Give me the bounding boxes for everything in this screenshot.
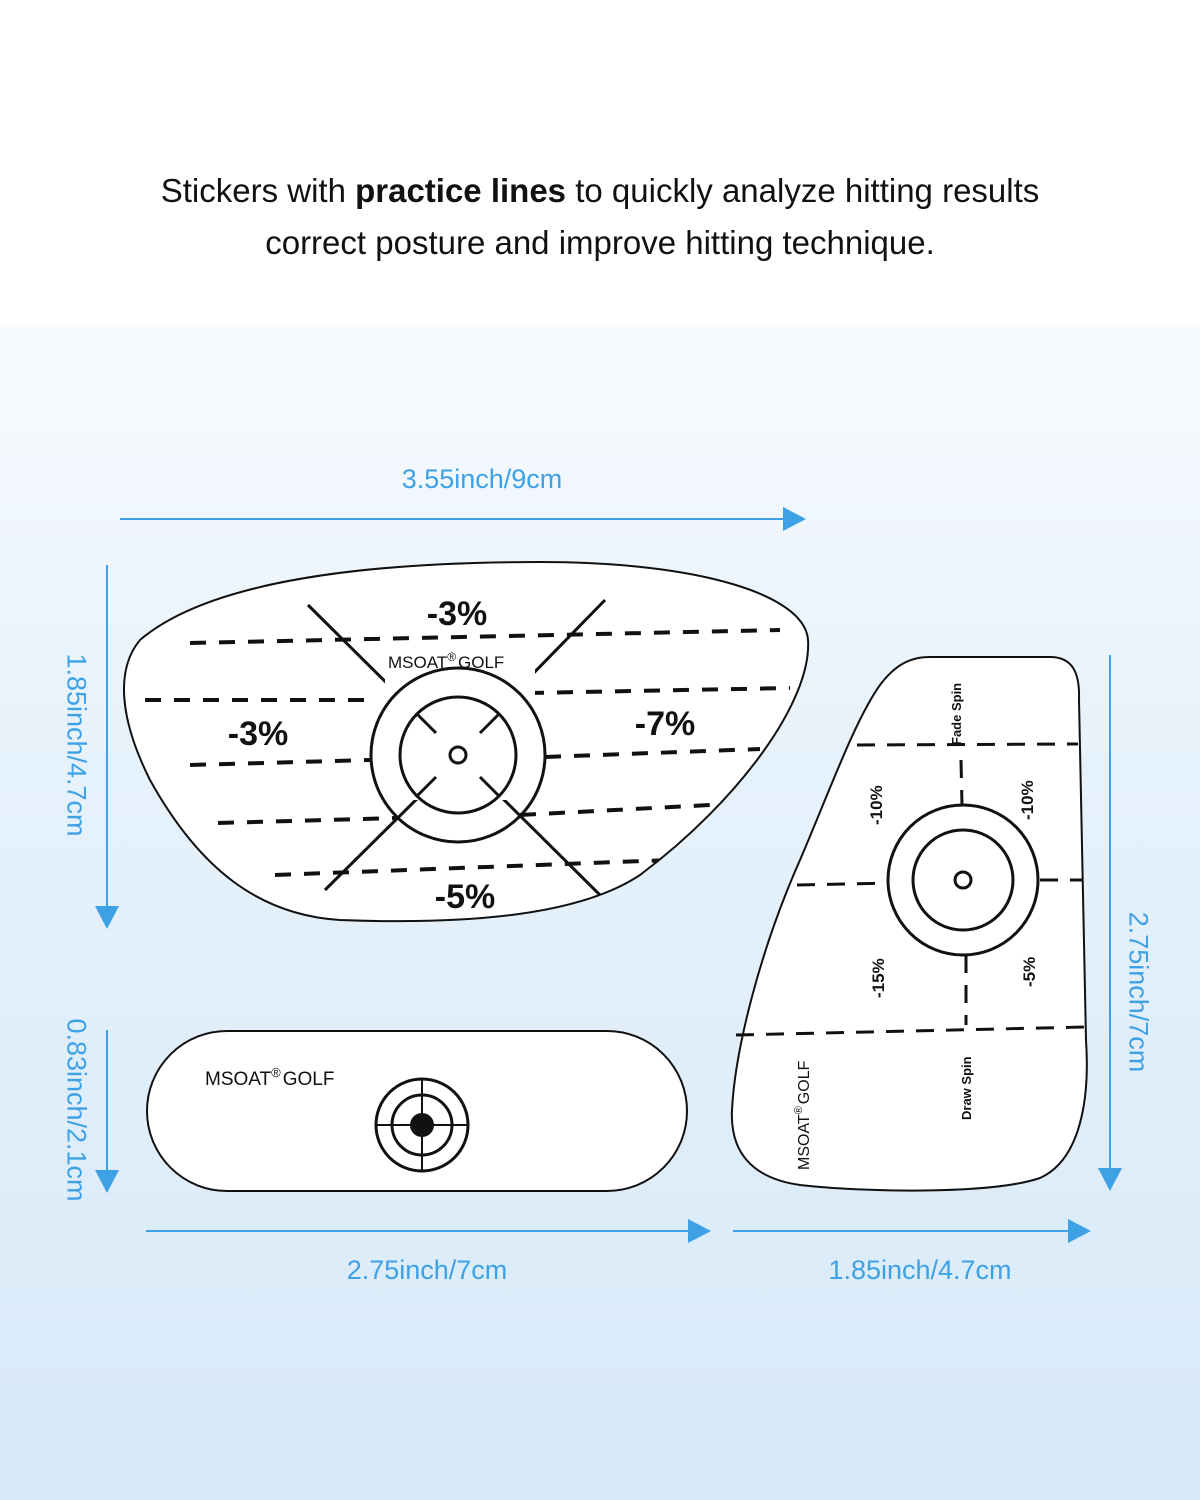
putter-sticker: MSOAT®GOLF — [146, 1030, 688, 1192]
putter-sticker-outline — [146, 1030, 688, 1192]
driver-target-backdrop — [385, 660, 535, 800]
iron-label-bottom-right: -5% — [1020, 957, 1039, 987]
putter-brand-logo: MSOAT®GOLF — [205, 1065, 334, 1090]
driver-target-ticks — [416, 713, 500, 797]
iron-label-top-left: -10% — [867, 785, 886, 825]
iron-label-top-right: -10% — [1018, 780, 1037, 820]
driver-label-top: -3% — [427, 595, 487, 633]
iron-target-inner-ring — [911, 828, 1015, 932]
iron-width-label: 1.85inch/4.7cm — [828, 1255, 1012, 1285]
headline-line-2: correct posture and improve hitting tech… — [265, 224, 935, 261]
driver-sticker: -3% -3% -7% -5% MSOAT®GOLF — [123, 560, 810, 923]
arrowhead-icon — [783, 507, 806, 531]
arrowhead-icon — [1068, 1219, 1091, 1243]
driver-label-right: -7% — [635, 705, 695, 743]
driver-width-label: 3.55inch/9cm — [401, 464, 563, 494]
headline-text: to quickly analyze hitting results — [566, 172, 1040, 209]
headline-line-1: Stickers with practice lines to quickly … — [0, 165, 1200, 217]
driver-target-center — [448, 745, 468, 765]
iron-label-bottom-left: -15% — [869, 958, 888, 998]
iron-fade-spin-label: Fade Spin — [949, 683, 964, 745]
driver-target-inner-ring — [398, 695, 518, 815]
putter-target-icon — [374, 1077, 470, 1173]
headline: Stickers with practice lines to quickly … — [0, 165, 1200, 269]
driver-label-bottom: -5% — [435, 878, 495, 916]
driver-brand-logo: MSOAT®GOLF — [388, 650, 504, 672]
iron-sticker: Fade Spin Draw Spin -10% -10% -15% -5% M… — [730, 656, 1088, 1192]
driver-label-left: -3% — [228, 715, 288, 753]
iron-target-center — [953, 870, 973, 890]
iron-practice-lines — [735, 742, 1086, 1037]
arrowhead-icon — [1098, 1168, 1122, 1191]
dimension-arrows — [95, 507, 1122, 1243]
arrowhead-icon — [95, 1170, 119, 1193]
arrowhead-icon — [95, 906, 119, 929]
driver-target-outer-ring — [369, 666, 547, 844]
headline-bold-text: practice lines — [355, 172, 567, 209]
iron-brand-logo: MSOAT®GOLF — [793, 1060, 813, 1170]
putter-width-label: 2.75inch/7cm — [346, 1255, 508, 1285]
iron-draw-spin-label: Draw Spin — [959, 1056, 974, 1120]
headline-text: Stickers with — [160, 172, 356, 209]
arrowhead-icon — [688, 1219, 711, 1243]
